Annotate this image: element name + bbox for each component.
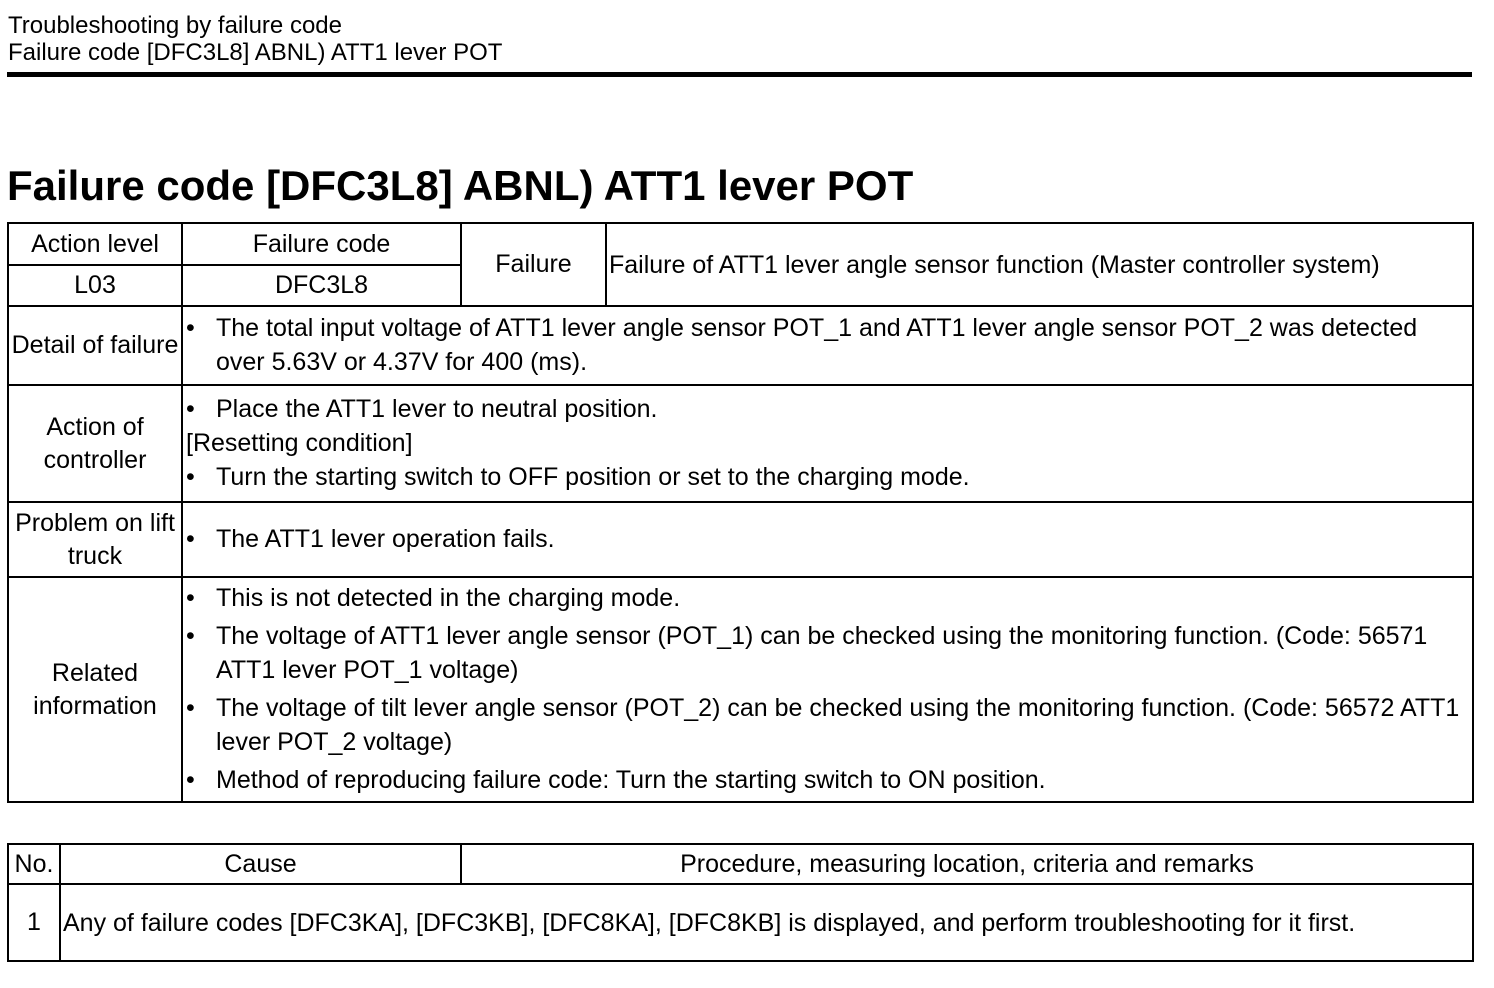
table-row: 1 Any of failure codes [DFC3KA], [DFC3KB…: [7, 883, 1474, 962]
problem-item: The ATT1 lever operation fails.: [183, 522, 1472, 556]
page-title: Failure code [DFC3L8] ABNL) ATT1 lever P…: [7, 162, 914, 210]
related-item: Method of reproducing failure code: Turn…: [183, 763, 1472, 797]
related-item: The voltage of ATT1 lever angle sensor (…: [183, 619, 1472, 687]
related-information-content: This is not detected in the charging mod…: [181, 576, 1474, 803]
action-level-label: Action level: [7, 222, 183, 266]
detail-item: The total input voltage of ATT1 lever an…: [183, 311, 1472, 379]
resetting-item: Turn the starting switch to OFF position…: [183, 460, 1472, 494]
cause-column-header: Cause: [59, 843, 462, 885]
related-item: This is not detected in the charging mod…: [183, 581, 1472, 615]
cause-table: No. Cause Procedure, measuring location,…: [7, 843, 1474, 962]
no-column-header: No.: [7, 843, 61, 885]
detail-of-failure-label: Detail of failure: [7, 305, 183, 386]
procedure-column-header: Procedure, measuring location, criteria …: [460, 843, 1474, 885]
header-rule: [7, 72, 1472, 77]
row-number: 1: [7, 883, 61, 962]
action-of-controller-content: Place the ATT1 lever to neutral position…: [181, 384, 1474, 503]
failure-code-value: DFC3L8: [181, 264, 462, 307]
action-of-controller-label: Action of controller: [7, 384, 183, 503]
failure-info-table: Action level Failure code Failure Failur…: [7, 222, 1474, 803]
running-header-section: Troubleshooting by failure code: [8, 12, 342, 39]
related-information-label: Related information: [7, 576, 183, 803]
action-item: Place the ATT1 lever to neutral position…: [183, 392, 1472, 426]
problem-on-lift-truck-label: Problem on lift truck: [7, 501, 183, 578]
detail-of-failure-content: The total input voltage of ATT1 lever an…: [181, 305, 1474, 386]
failure-code-label: Failure code: [181, 222, 462, 266]
failure-label: Failure: [460, 222, 607, 307]
action-level-value: L03: [7, 264, 183, 307]
failure-description: Failure of ATT1 lever angle sensor funct…: [605, 222, 1474, 307]
cause-description: Any of failure codes [DFC3KA], [DFC3KB],…: [59, 883, 1474, 962]
problem-on-lift-truck-content: The ATT1 lever operation fails.: [181, 501, 1474, 578]
related-item: The voltage of tilt lever angle sensor (…: [183, 691, 1472, 759]
running-header-subtitle: Failure code [DFC3L8] ABNL) ATT1 lever P…: [8, 39, 503, 66]
resetting-condition-label: [Resetting condition]: [186, 429, 413, 457]
